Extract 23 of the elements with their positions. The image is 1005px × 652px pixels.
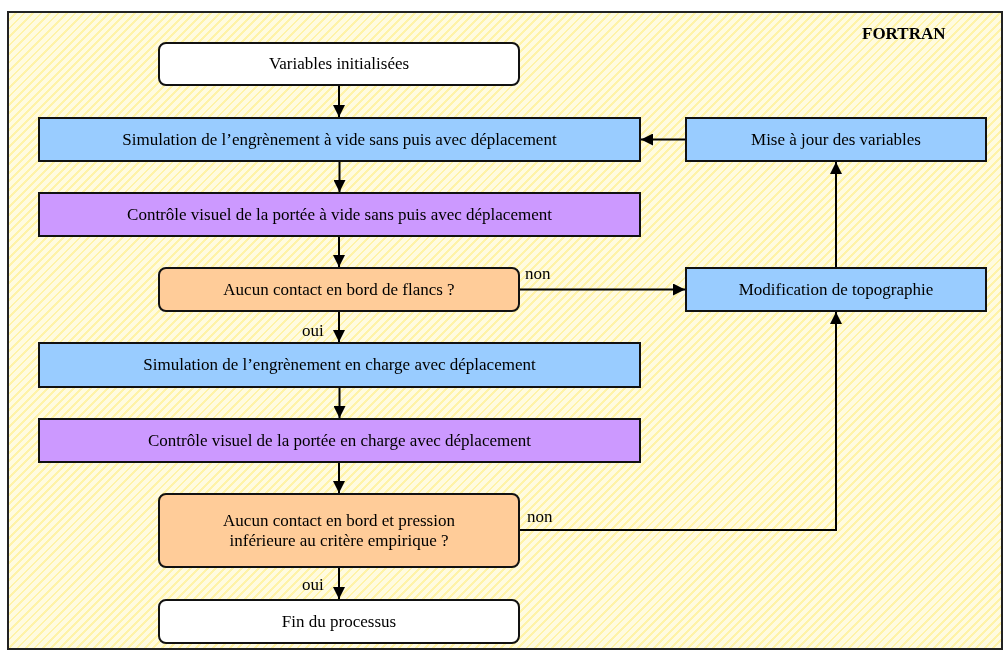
terminal-box: Variables initialisées [158,42,520,86]
panel [7,11,1003,650]
arrow [333,462,345,494]
decision-box: Aucun contact en bord de flancs ? [158,267,520,312]
arrow [333,161,346,193]
edge-label: non [527,508,553,525]
process-box: Contrôle visuel de la portée en charge avec déplacement [38,418,641,463]
decision-box: Aucun contact en bord et pression inférieure au critère empirique ? [158,493,520,568]
arrow [640,133,686,146]
process-box: Simulation de l’engrènement à vide sans puis avec déplacement [38,117,641,162]
terminal-box: Fin du processus [158,599,520,644]
arrow [333,567,345,600]
edge-label: non [525,265,551,282]
arrow [333,85,345,118]
edge-label: oui [302,322,324,339]
arrow [333,236,345,268]
process-box: Modification de topographie [685,267,987,312]
process-box: Mise à jour des variables [685,117,987,162]
process-box: Simulation de l’engrènement en charge avec déplacement [38,342,641,388]
process-box: Contrôle visuel de la portée à vide sans puis avec déplacement [38,192,641,237]
arrow [519,283,686,296]
edge-label: oui [302,576,324,593]
panel-heading: FORTRAN [862,24,946,44]
